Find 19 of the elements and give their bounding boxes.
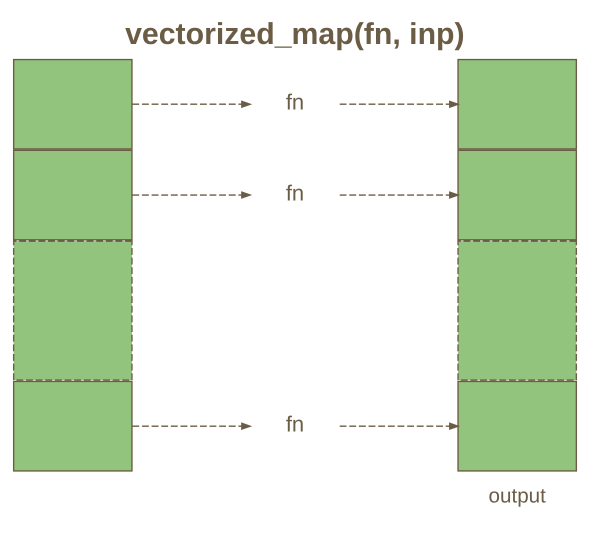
arrow [132,422,252,430]
node-text: fn [286,180,304,205]
node-box [457,380,578,472]
node-text: fn [286,410,304,436]
node-box [12,149,133,240]
arrow [132,100,252,108]
node-box [12,240,133,380]
node-box [457,58,578,150]
node-box [457,149,578,240]
label: output [488,484,546,508]
arrow [340,422,460,430]
diagram-title: vectorized_map(fn, inp) [125,17,465,50]
node-box [457,240,578,380]
arrow [132,190,252,198]
node-box [12,380,133,472]
node-box [12,58,133,150]
arrow [340,100,460,108]
node-text: fn [286,88,304,114]
arrow [340,190,460,198]
